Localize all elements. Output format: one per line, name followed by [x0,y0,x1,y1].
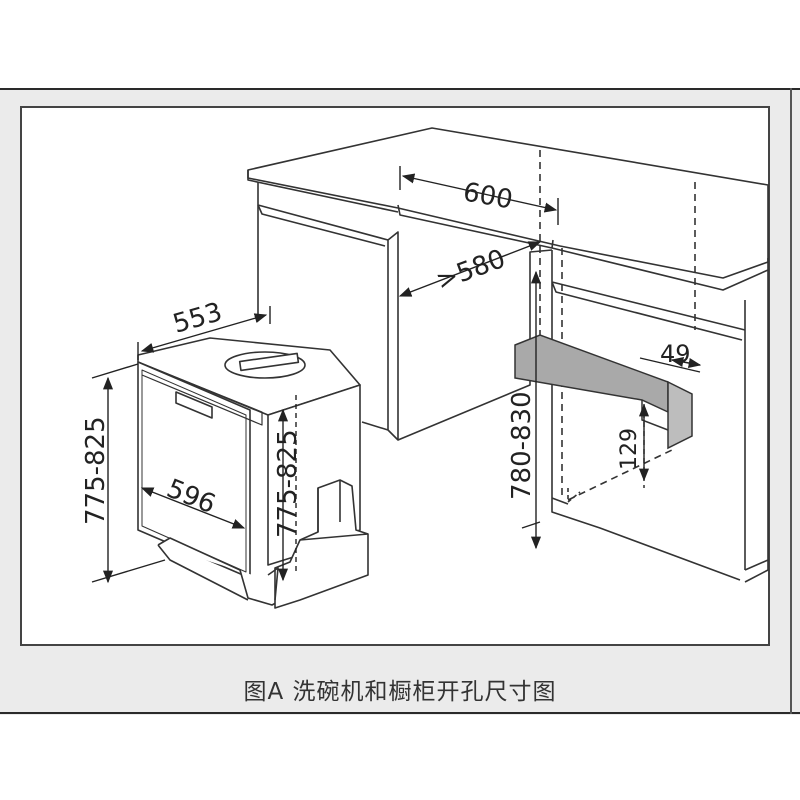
frame-top-border [0,88,800,90]
water-duct [514,334,693,450]
frame-right-border [790,88,792,714]
figure-caption: 图A 洗碗机和橱柜开孔尺寸图 [243,679,557,705]
frame-bottom-border [0,712,800,714]
left-cabinet [257,182,399,441]
label-duct-width: 49 [660,340,691,368]
label-dishwasher-height-left: 775-825 [81,416,111,525]
dishwasher [137,337,369,609]
control-panel [175,391,213,419]
dimension-lines [91,166,702,584]
label-opening-depth: >580 [432,244,509,297]
label-duct-height: 129 [617,428,642,470]
label-dishwasher-height-right: 775-825 [273,429,303,538]
countertop-front-edge [397,204,769,291]
label-opening-height: 780-830 [507,391,537,500]
label-dishwasher-depth: 553 [170,297,226,340]
